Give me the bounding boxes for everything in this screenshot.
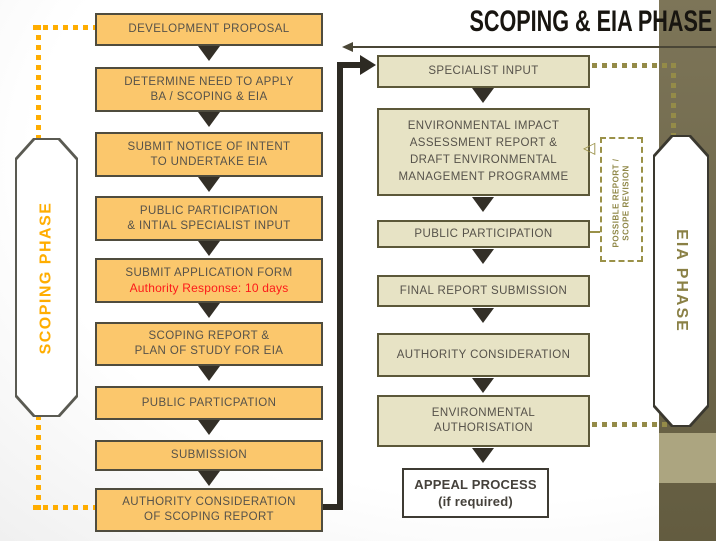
down-arrow-icon xyxy=(472,308,494,323)
step-label: SUBMIT APPLICATION FORM xyxy=(125,266,293,279)
down-arrow-icon xyxy=(198,112,220,127)
step-label: (if required) xyxy=(438,494,513,509)
revision-connector xyxy=(590,231,600,233)
olive-dotted-line-bottom xyxy=(592,422,676,427)
step-label: AUTHORITY CONSIDERATION xyxy=(396,348,571,361)
step-label: PLAN OF STUDY FOR EIA xyxy=(134,345,284,357)
down-arrow-icon xyxy=(198,471,220,486)
step-determine-need: DETERMINE NEED TO APPLY BA / SCOPING & E… xyxy=(95,67,323,112)
step-public-participation-eia: PUBLIC PARTICIPATION xyxy=(377,220,590,248)
step-notice-of-intent: SUBMIT NOTICE OF INTENT TO UNDERTAKE EIA xyxy=(95,132,323,177)
down-arrow-icon xyxy=(198,46,220,61)
step-eia-report-emp: ENVIRONMENTAL IMPACT ASSESSMENT REPORT &… xyxy=(377,108,590,196)
step-label: SPECIALIST INPUT xyxy=(428,65,539,77)
step-label: BA / SCOPING & EIA xyxy=(150,90,268,103)
down-arrow-icon xyxy=(472,249,494,264)
step-label: AUTHORISATION xyxy=(434,422,533,434)
step-label: PUBLIC PARTICPATION xyxy=(141,396,277,409)
down-arrow-icon xyxy=(198,241,220,256)
olive-dotted-line-top xyxy=(592,63,676,68)
step-scoping-report: SCOPING REPORT & PLAN OF STUDY FOR EIA xyxy=(95,322,323,366)
revision-note-line: POSSIBLE REPORT / xyxy=(611,158,621,248)
step-label: SCOPING REPORT & xyxy=(148,330,270,342)
step-label: SUBMIT NOTICE OF INTENT xyxy=(127,140,291,153)
step-label: & INTIAL SPECIALIST INPUT xyxy=(127,219,291,232)
revision-note: POSSIBLE REPORT / SCOPE REVISION xyxy=(612,141,632,266)
step-development-proposal: DEVELOPMENT PROPOSAL xyxy=(95,13,323,46)
step-label: APPEAL PROCESS xyxy=(414,477,537,492)
step-label: PUBLIC PARTICIPATION xyxy=(139,204,279,217)
step-label: FINAL REPORT SUBMISSION xyxy=(399,284,568,297)
left-arrowhead-icon xyxy=(342,42,353,52)
step-label: DRAFT ENVIRONMENTAL xyxy=(409,154,558,166)
page-title: SCOPING & EIA PHASE xyxy=(469,5,712,38)
scoping-phase-label: SCOPING PHASE xyxy=(37,201,55,354)
step-label: TO UNDERTAKE EIA xyxy=(150,155,268,168)
step-label: DEVELOPMENT PROPOSAL xyxy=(128,23,290,35)
step-authority-consideration: AUTHORITY CONSIDERATION xyxy=(377,333,590,377)
step-label: PUBLIC PARTICIPATION xyxy=(414,227,553,240)
step-authority-consideration-scoping: AUTHORITY CONSIDERATION OF SCOPING REPOR… xyxy=(95,488,323,532)
scoping-phase-badge: SCOPING PHASE xyxy=(15,138,78,417)
authority-response-note: Authority Response: 10 days xyxy=(129,280,289,295)
step-label: SUBMISSION xyxy=(170,449,248,461)
down-arrow-icon xyxy=(472,197,494,212)
down-arrow-icon xyxy=(198,366,220,381)
eia-phase-label: EIA PHASE xyxy=(673,229,690,333)
step-public-participation-initial: PUBLIC PARTICIPATION & INTIAL SPECIALIST… xyxy=(95,196,323,241)
step-specialist-input: SPECIALIST INPUT xyxy=(377,55,590,88)
dashed-left-arrowhead-icon: ◁ xyxy=(583,140,596,157)
step-public-particpation: PUBLIC PARTICPATION xyxy=(95,386,323,420)
down-arrow-icon xyxy=(472,88,494,103)
step-environmental-authorisation: ENVIRONMENTAL AUTHORISATION xyxy=(377,395,590,447)
step-label: ENVIRONMENTAL xyxy=(431,407,536,419)
down-arrow-icon xyxy=(198,177,220,192)
step-submission: SUBMISSION xyxy=(95,440,323,471)
down-arrow-icon xyxy=(198,303,220,318)
step-label: AUTHORITY CONSIDERATION xyxy=(122,496,296,508)
step-label: ASSESSMENT REPORT & xyxy=(409,137,558,149)
revision-note-line: SCOPE REVISION xyxy=(621,165,631,241)
eia-phase-badge: EIA PHASE xyxy=(653,135,709,427)
step-final-report-submission: FINAL REPORT SUBMISSION xyxy=(377,275,590,307)
connector-bottom-segment xyxy=(318,504,343,510)
title-underline xyxy=(352,46,716,48)
step-label: DETERMINE NEED TO APPLY xyxy=(124,75,294,88)
down-arrow-icon xyxy=(472,378,494,393)
gold-dotted-line-bottom xyxy=(33,505,95,510)
step-submit-application-form: SUBMIT APPLICATION FORM Authority Respon… xyxy=(95,258,323,303)
step-label: MANAGEMENT PROGRAMME xyxy=(398,171,569,183)
gold-dotted-line-top xyxy=(33,25,95,30)
step-label: ENVIRONMENTAL IMPACT xyxy=(407,120,560,132)
connector-top-segment xyxy=(337,62,362,68)
down-arrow-icon xyxy=(472,448,494,463)
connector-vertical-segment xyxy=(337,62,343,510)
step-label: OF SCOPING REPORT xyxy=(144,511,274,523)
revision-dashed-box xyxy=(600,137,643,262)
down-arrow-icon xyxy=(198,420,220,435)
step-appeal-process: APPEAL PROCESS (if required) xyxy=(402,468,549,518)
band-light-segment xyxy=(659,433,716,483)
right-arrowhead-icon xyxy=(360,55,376,75)
